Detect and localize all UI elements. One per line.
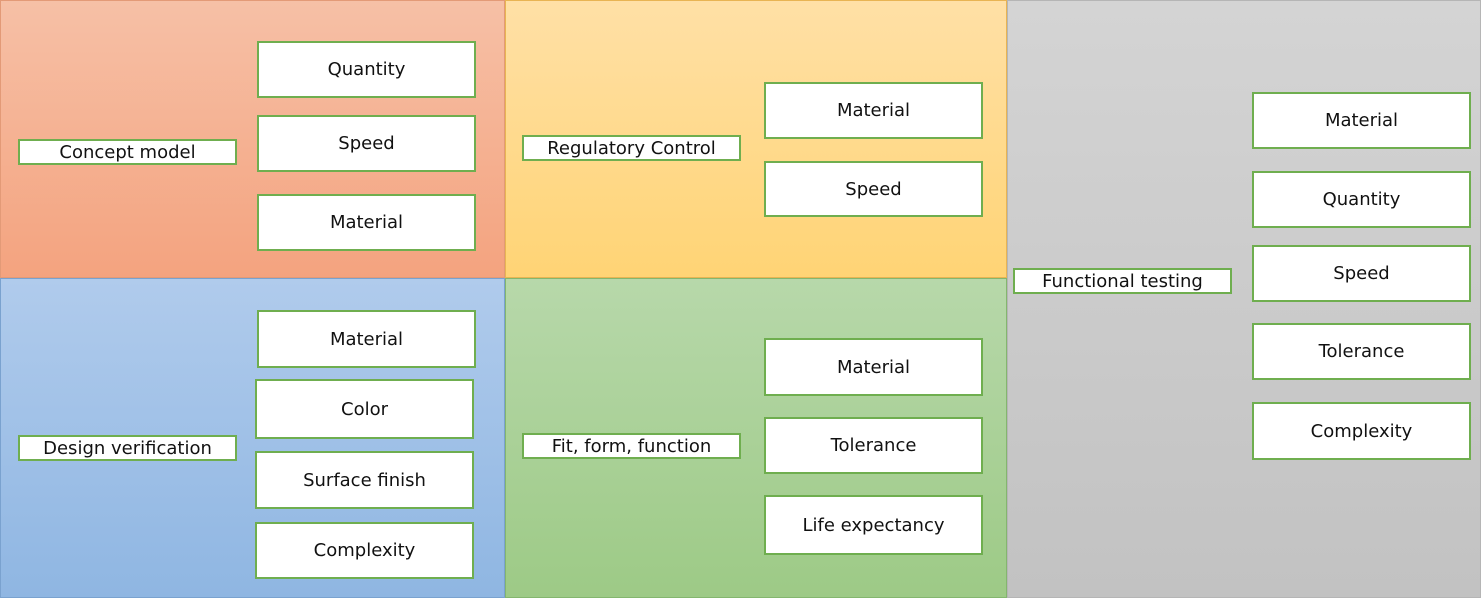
design-item-color: Color — [255, 379, 474, 439]
design-item-material: Material — [257, 310, 476, 368]
fit-item-life-expectancy: Life expectancy — [764, 495, 983, 555]
functional-item-complexity: Complexity — [1252, 402, 1471, 460]
regulatory-item-material: Material — [764, 82, 983, 139]
functional-testing-label: Functional testing — [1013, 268, 1232, 294]
fit-form-function-label: Fit, form, function — [522, 433, 741, 459]
concept-item-speed: Speed — [257, 115, 476, 172]
functional-item-tolerance: Tolerance — [1252, 323, 1471, 380]
concept-item-material: Material — [257, 194, 476, 251]
functional-item-speed: Speed — [1252, 245, 1471, 302]
regulatory-control-label: Regulatory Control — [522, 135, 741, 161]
design-item-complexity: Complexity — [255, 522, 474, 579]
design-verification-label: Design verification — [18, 435, 237, 461]
functional-item-quantity: Quantity — [1252, 171, 1471, 228]
concept-model-label: Concept model — [18, 139, 237, 165]
fit-item-material: Material — [764, 338, 983, 396]
functional-item-material: Material — [1252, 92, 1471, 149]
design-item-surface-finish: Surface finish — [255, 451, 474, 509]
fit-item-tolerance: Tolerance — [764, 417, 983, 474]
regulatory-item-speed: Speed — [764, 161, 983, 217]
concept-item-quantity: Quantity — [257, 41, 476, 98]
